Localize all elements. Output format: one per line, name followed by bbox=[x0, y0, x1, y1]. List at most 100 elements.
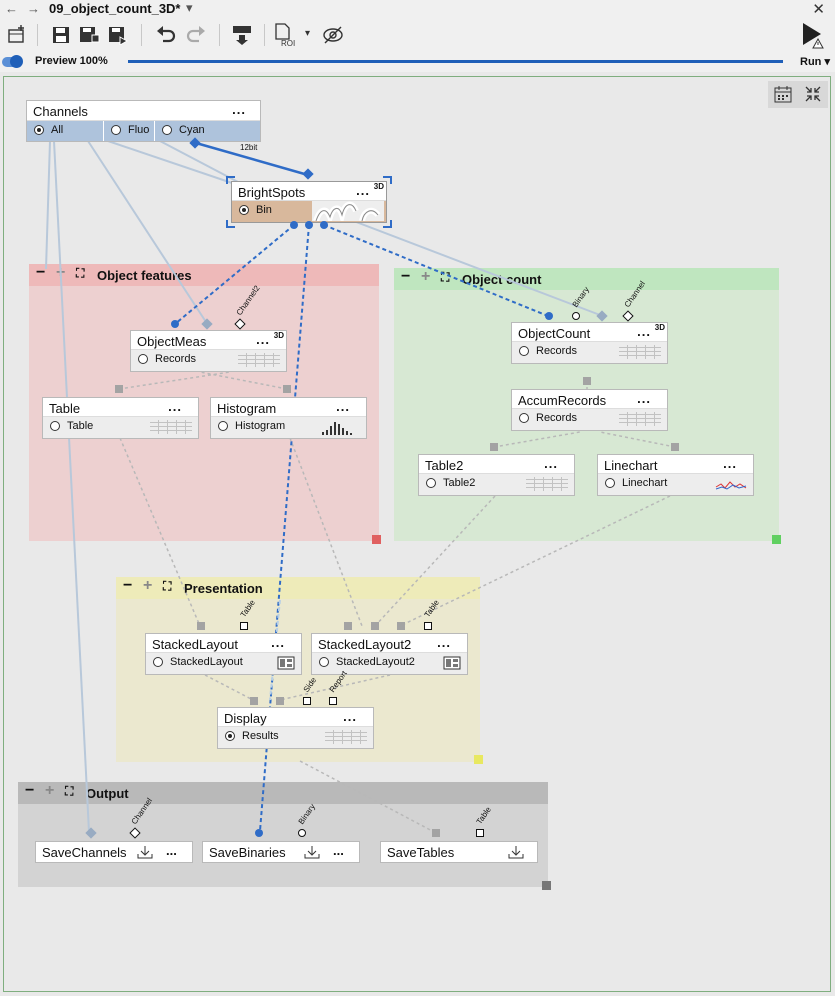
undo-button[interactable] bbox=[153, 22, 179, 48]
node-menu-button[interactable]: ... bbox=[723, 456, 737, 471]
back-arrow-icon[interactable]: ← bbox=[5, 1, 18, 16]
fit-icon[interactable]: ⛶ bbox=[441, 270, 450, 284]
display-input-port[interactable] bbox=[250, 697, 258, 705]
channel-option-cyan[interactable]: Cyan bbox=[154, 121, 205, 141]
save-as-button[interactable] bbox=[106, 22, 132, 48]
table2-node[interactable]: Table2... Table2 bbox=[418, 454, 575, 496]
histogram-node[interactable]: Histogram... Histogram bbox=[210, 397, 367, 439]
objectcount-input-port[interactable] bbox=[545, 312, 553, 320]
calendar-icon[interactable] bbox=[774, 85, 792, 103]
stacked2-input-port[interactable] bbox=[344, 622, 352, 630]
group-output[interactable]: − + ⛶ Output bbox=[18, 782, 548, 887]
savebinaries-input-binary[interactable] bbox=[298, 829, 306, 837]
accumrecords-input-port[interactable] bbox=[583, 377, 591, 385]
download-icon[interactable] bbox=[304, 845, 320, 859]
minus-icon[interactable]: − bbox=[123, 577, 133, 594]
minus-icon[interactable]: − bbox=[36, 264, 46, 281]
brightspots-output-port[interactable] bbox=[320, 221, 328, 229]
display-input-report[interactable] bbox=[329, 697, 337, 705]
display-input-side[interactable] bbox=[303, 697, 311, 705]
savetables-input-port[interactable] bbox=[432, 829, 440, 837]
channel-option-fluo[interactable]: Fluo bbox=[103, 121, 154, 141]
objectcount-input-binary[interactable] bbox=[572, 312, 580, 320]
group-header[interactable]: − + ⛶ Object features bbox=[29, 264, 379, 286]
histogram-input-port[interactable] bbox=[283, 385, 291, 393]
preview-toggle-knob[interactable] bbox=[10, 55, 23, 68]
savebinaries-node[interactable]: SaveBinaries ... bbox=[202, 841, 360, 863]
roi-dropdown-chevron-icon[interactable]: ▾ bbox=[305, 28, 311, 39]
node-menu-button[interactable]: ... bbox=[166, 843, 177, 858]
table2-input-port[interactable] bbox=[490, 443, 498, 451]
save-button[interactable] bbox=[48, 22, 74, 48]
display-input-port[interactable] bbox=[276, 697, 284, 705]
savechannels-node[interactable]: SaveChannels ... bbox=[35, 841, 193, 863]
node-menu-button[interactable]: ... bbox=[637, 391, 651, 406]
savetables-input-table[interactable] bbox=[476, 829, 484, 837]
table-input-port[interactable] bbox=[115, 385, 123, 393]
node-menu-button[interactable]: ... bbox=[271, 635, 285, 650]
objectcount-node[interactable]: ObjectCount...3D Records bbox=[511, 322, 668, 364]
channels-node[interactable]: Channels... All Fluo Cyan bbox=[26, 100, 261, 142]
objectmeas-node[interactable]: ObjectMeas...3D Records bbox=[130, 330, 287, 372]
run-label[interactable]: Run ▾ bbox=[800, 56, 830, 68]
node-menu-button[interactable]: ... bbox=[168, 399, 182, 414]
node-menu-button[interactable]: ... bbox=[256, 332, 270, 347]
stacked2-input-table[interactable] bbox=[424, 622, 432, 630]
display-node[interactable]: Display... Results bbox=[217, 707, 374, 749]
stacked-input-port[interactable] bbox=[197, 622, 205, 630]
group-resize-handle[interactable] bbox=[474, 755, 483, 764]
brightspots-output-port[interactable] bbox=[290, 221, 298, 229]
plus-icon[interactable]: + bbox=[56, 264, 66, 281]
node-menu-button[interactable]: ... bbox=[343, 709, 357, 724]
close-icon[interactable]: ✕ bbox=[812, 1, 825, 18]
node-menu-button[interactable]: ... bbox=[356, 183, 370, 198]
node-menu-button[interactable]: ... bbox=[544, 456, 558, 471]
stacked-input-table[interactable] bbox=[240, 622, 248, 630]
download-icon[interactable] bbox=[508, 845, 524, 859]
plus-icon[interactable]: + bbox=[143, 577, 153, 594]
download-icon[interactable] bbox=[137, 845, 153, 859]
savebinaries-input-port[interactable] bbox=[255, 829, 263, 837]
redo-button[interactable] bbox=[183, 22, 209, 48]
roi-button[interactable]: ROI bbox=[273, 22, 303, 48]
add-node-button[interactable] bbox=[4, 22, 30, 48]
node-menu-button[interactable]: ... bbox=[637, 324, 651, 339]
node-menu-button[interactable]: ... bbox=[232, 102, 246, 117]
channel-option-all[interactable]: All bbox=[27, 121, 77, 141]
node-menu-button[interactable]: ... bbox=[336, 399, 350, 414]
stackedlayout-node[interactable]: StackedLayout... StackedLayout bbox=[145, 633, 302, 675]
objectmeas-input-binary[interactable] bbox=[171, 320, 179, 328]
node-menu-button[interactable]: ... bbox=[333, 843, 344, 858]
minus-icon[interactable]: − bbox=[25, 782, 35, 799]
hide-preview-button[interactable] bbox=[320, 22, 346, 48]
plus-icon[interactable]: + bbox=[45, 782, 55, 799]
fit-icon[interactable]: ⛶ bbox=[163, 579, 172, 593]
group-header[interactable]: − + ⛶ Output bbox=[18, 782, 548, 804]
linechart-node[interactable]: Linechart... Linechart bbox=[597, 454, 754, 496]
layout-button[interactable] bbox=[229, 22, 255, 48]
accumrecords-node[interactable]: AccumRecords... Records bbox=[511, 389, 668, 431]
node-menu-button[interactable]: ... bbox=[437, 635, 451, 650]
preview-slider[interactable] bbox=[128, 60, 783, 63]
group-resize-handle[interactable] bbox=[772, 535, 781, 544]
fit-icon[interactable]: ⛶ bbox=[65, 784, 74, 798]
savetables-node[interactable]: SaveTables bbox=[380, 841, 538, 863]
group-header[interactable]: − + ⛶ Presentation bbox=[116, 577, 480, 599]
group-resize-handle[interactable] bbox=[372, 535, 381, 544]
stacked2-input-port[interactable] bbox=[371, 622, 379, 630]
title-menu-chevron-icon[interactable]: ▾ bbox=[186, 0, 193, 15]
table-node[interactable]: Table... Table bbox=[42, 397, 199, 439]
forward-arrow-icon[interactable]: → bbox=[27, 1, 40, 16]
brightspots-output-port[interactable] bbox=[305, 221, 313, 229]
collapse-icon[interactable] bbox=[804, 85, 822, 103]
linechart-input-port[interactable] bbox=[671, 443, 679, 451]
save-all-button[interactable] bbox=[77, 22, 103, 48]
stacked2-input-port[interactable] bbox=[397, 622, 405, 630]
group-resize-handle[interactable] bbox=[542, 881, 551, 890]
brightspots-node[interactable]: BrightSpots...3D Bin bbox=[231, 181, 387, 223]
plus-icon[interactable]: + bbox=[421, 268, 431, 285]
run-button[interactable] bbox=[799, 22, 827, 49]
stackedlayout2-node[interactable]: StackedLayout2... StackedLayout2 bbox=[311, 633, 468, 675]
fit-icon[interactable]: ⛶ bbox=[76, 266, 85, 280]
minus-icon[interactable]: − bbox=[401, 268, 411, 285]
